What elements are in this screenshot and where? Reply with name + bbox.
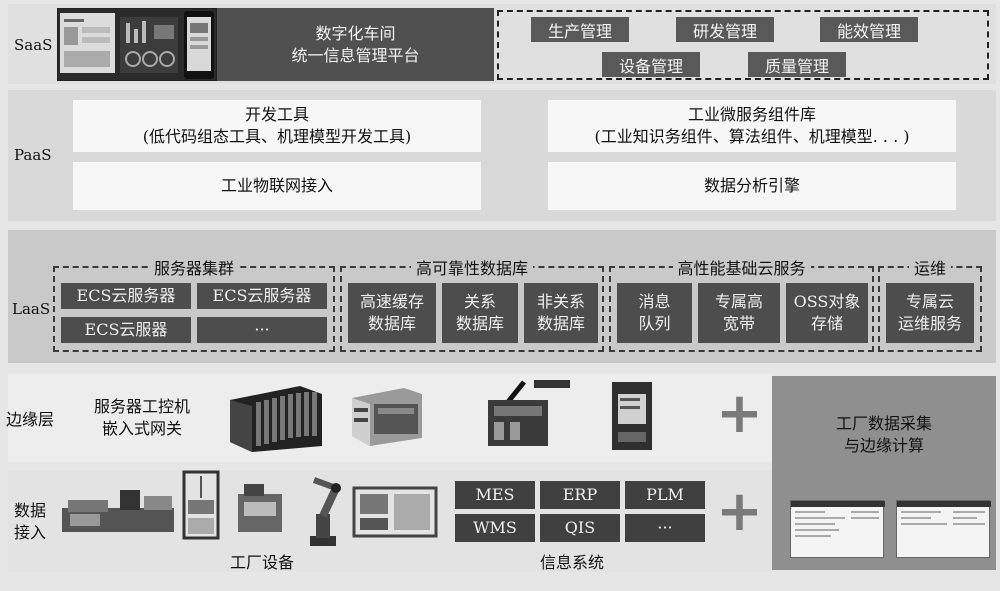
paas-layer-label: PaaS (14, 146, 52, 164)
ops-group-title: 运维 (908, 255, 952, 279)
system-more: ··· (625, 514, 705, 542)
data-table-screenshot-2 (896, 500, 991, 558)
server-cell-1: ECS云服务器 (61, 283, 191, 309)
db-cell-cache: 高速缓存 数据库 (348, 283, 436, 343)
database-group-title: 高可靠性数据库 (410, 255, 534, 279)
factory-equipment-caption: 工厂设备 (230, 553, 295, 572)
saas-layer-label: SaaS (14, 36, 53, 54)
module-energy: 能效管理 (820, 17, 918, 42)
server-cell-4: ··· (197, 317, 327, 343)
industrial-pc-image (352, 388, 422, 446)
platform-title-line1: 数字化车间 (315, 23, 396, 43)
system-mes: MES (455, 481, 535, 509)
dev-tools-subtitle: (低代码组态工具、机理模型开发工具) (142, 127, 412, 146)
system-qis: QIS (540, 514, 620, 542)
dev-tools-box: 开发工具 (低代码组态工具、机理模型开发工具) (73, 100, 481, 152)
system-erp: ERP (540, 481, 620, 509)
factory-title-line2: 与边缘计算 (843, 436, 924, 455)
microservice-library-box: 工业微服务组件库 (工业知识务组件、算法组件、机理模型. . . ) (548, 100, 956, 152)
microservice-title: 工业微服务组件库 (687, 105, 816, 124)
data-table-screenshot-1 (790, 500, 885, 558)
saas-modules-group (497, 10, 989, 80)
automation-station-image (180, 470, 222, 540)
db-cell-relational: 关系 数据库 (442, 283, 518, 343)
cloud-cell-bandwidth: 专属高 宽带 (698, 283, 780, 343)
cloud-cell-mq: 消息 队列 (617, 283, 692, 343)
iaas-layer-label: LaaS (12, 300, 51, 318)
module-rnd: 研发管理 (676, 17, 774, 42)
server-cluster-title: 服务器集群 (148, 255, 240, 279)
test-station-image (352, 484, 438, 538)
injection-molding-machine-image (60, 486, 176, 536)
factory-data-collection-title: 工厂数据采集 与边缘计算 (804, 413, 964, 457)
analytics-engine-label: 数据分析引擎 (703, 176, 800, 195)
data-access-plus-icon: + (716, 479, 763, 544)
server-cell-2: ECS云服务器 (197, 283, 327, 309)
server-rack-image (230, 380, 322, 452)
module-quality: 质量管理 (748, 52, 846, 77)
iot-access-label: 工业物联网接入 (220, 176, 333, 195)
iot-access-box: 工业物联网接入 (73, 162, 481, 210)
data-access-label-line2: 接入 (14, 523, 47, 542)
data-access-layer-label: 数据 接入 (14, 500, 46, 544)
embedded-gateway-image (610, 380, 654, 452)
edge-plus-icon: + (716, 381, 763, 446)
cloud-cell-oss: OSS对象 存储 (786, 283, 868, 343)
server-cluster-group: 服务器集群 (53, 255, 335, 352)
microservice-subtitle: (工业知识务组件、算法组件、机理模型. . . ) (594, 127, 910, 146)
machine-tool-image (234, 480, 286, 534)
system-plm: PLM (625, 481, 705, 509)
cloud-service-title: 高性能基础云服务 (672, 255, 811, 279)
db-cell-nonrelational: 非关系 数据库 (524, 283, 598, 343)
ops-cell: 专属云 运维服务 (886, 283, 974, 343)
factory-title-line1: 工厂数据采集 (835, 414, 932, 433)
platform-title-line2: 统一信息管理平台 (291, 45, 420, 65)
robot-arm-image (300, 474, 350, 548)
edge-desc-line1: 服务器工控机 (93, 397, 190, 416)
analytics-engine-box: 数据分析引擎 (548, 162, 956, 210)
ops-group: 运维 (878, 255, 982, 352)
system-wms: WMS (455, 514, 535, 542)
dashboard-screenshot-image (57, 8, 217, 81)
server-cell-3: ECS云服器 (61, 317, 191, 343)
edge-device-description: 服务器工控机 嵌入式网关 (86, 396, 198, 440)
gateway-router-image (484, 378, 574, 448)
cloud-service-group: 高性能基础云服务 (609, 255, 874, 352)
module-production: 生产管理 (531, 17, 629, 42)
database-group: 高可靠性数据库 (340, 255, 604, 352)
data-access-label-line1: 数据 (14, 501, 47, 520)
information-systems-caption: 信息系统 (540, 553, 605, 572)
dev-tools-title: 开发工具 (244, 105, 309, 124)
unified-platform-box: 数字化车间 统一信息管理平台 (217, 8, 494, 81)
edge-layer-label: 边缘层 (6, 410, 55, 429)
edge-desc-line2: 嵌入式网关 (101, 419, 182, 438)
module-equipment: 设备管理 (602, 52, 700, 77)
